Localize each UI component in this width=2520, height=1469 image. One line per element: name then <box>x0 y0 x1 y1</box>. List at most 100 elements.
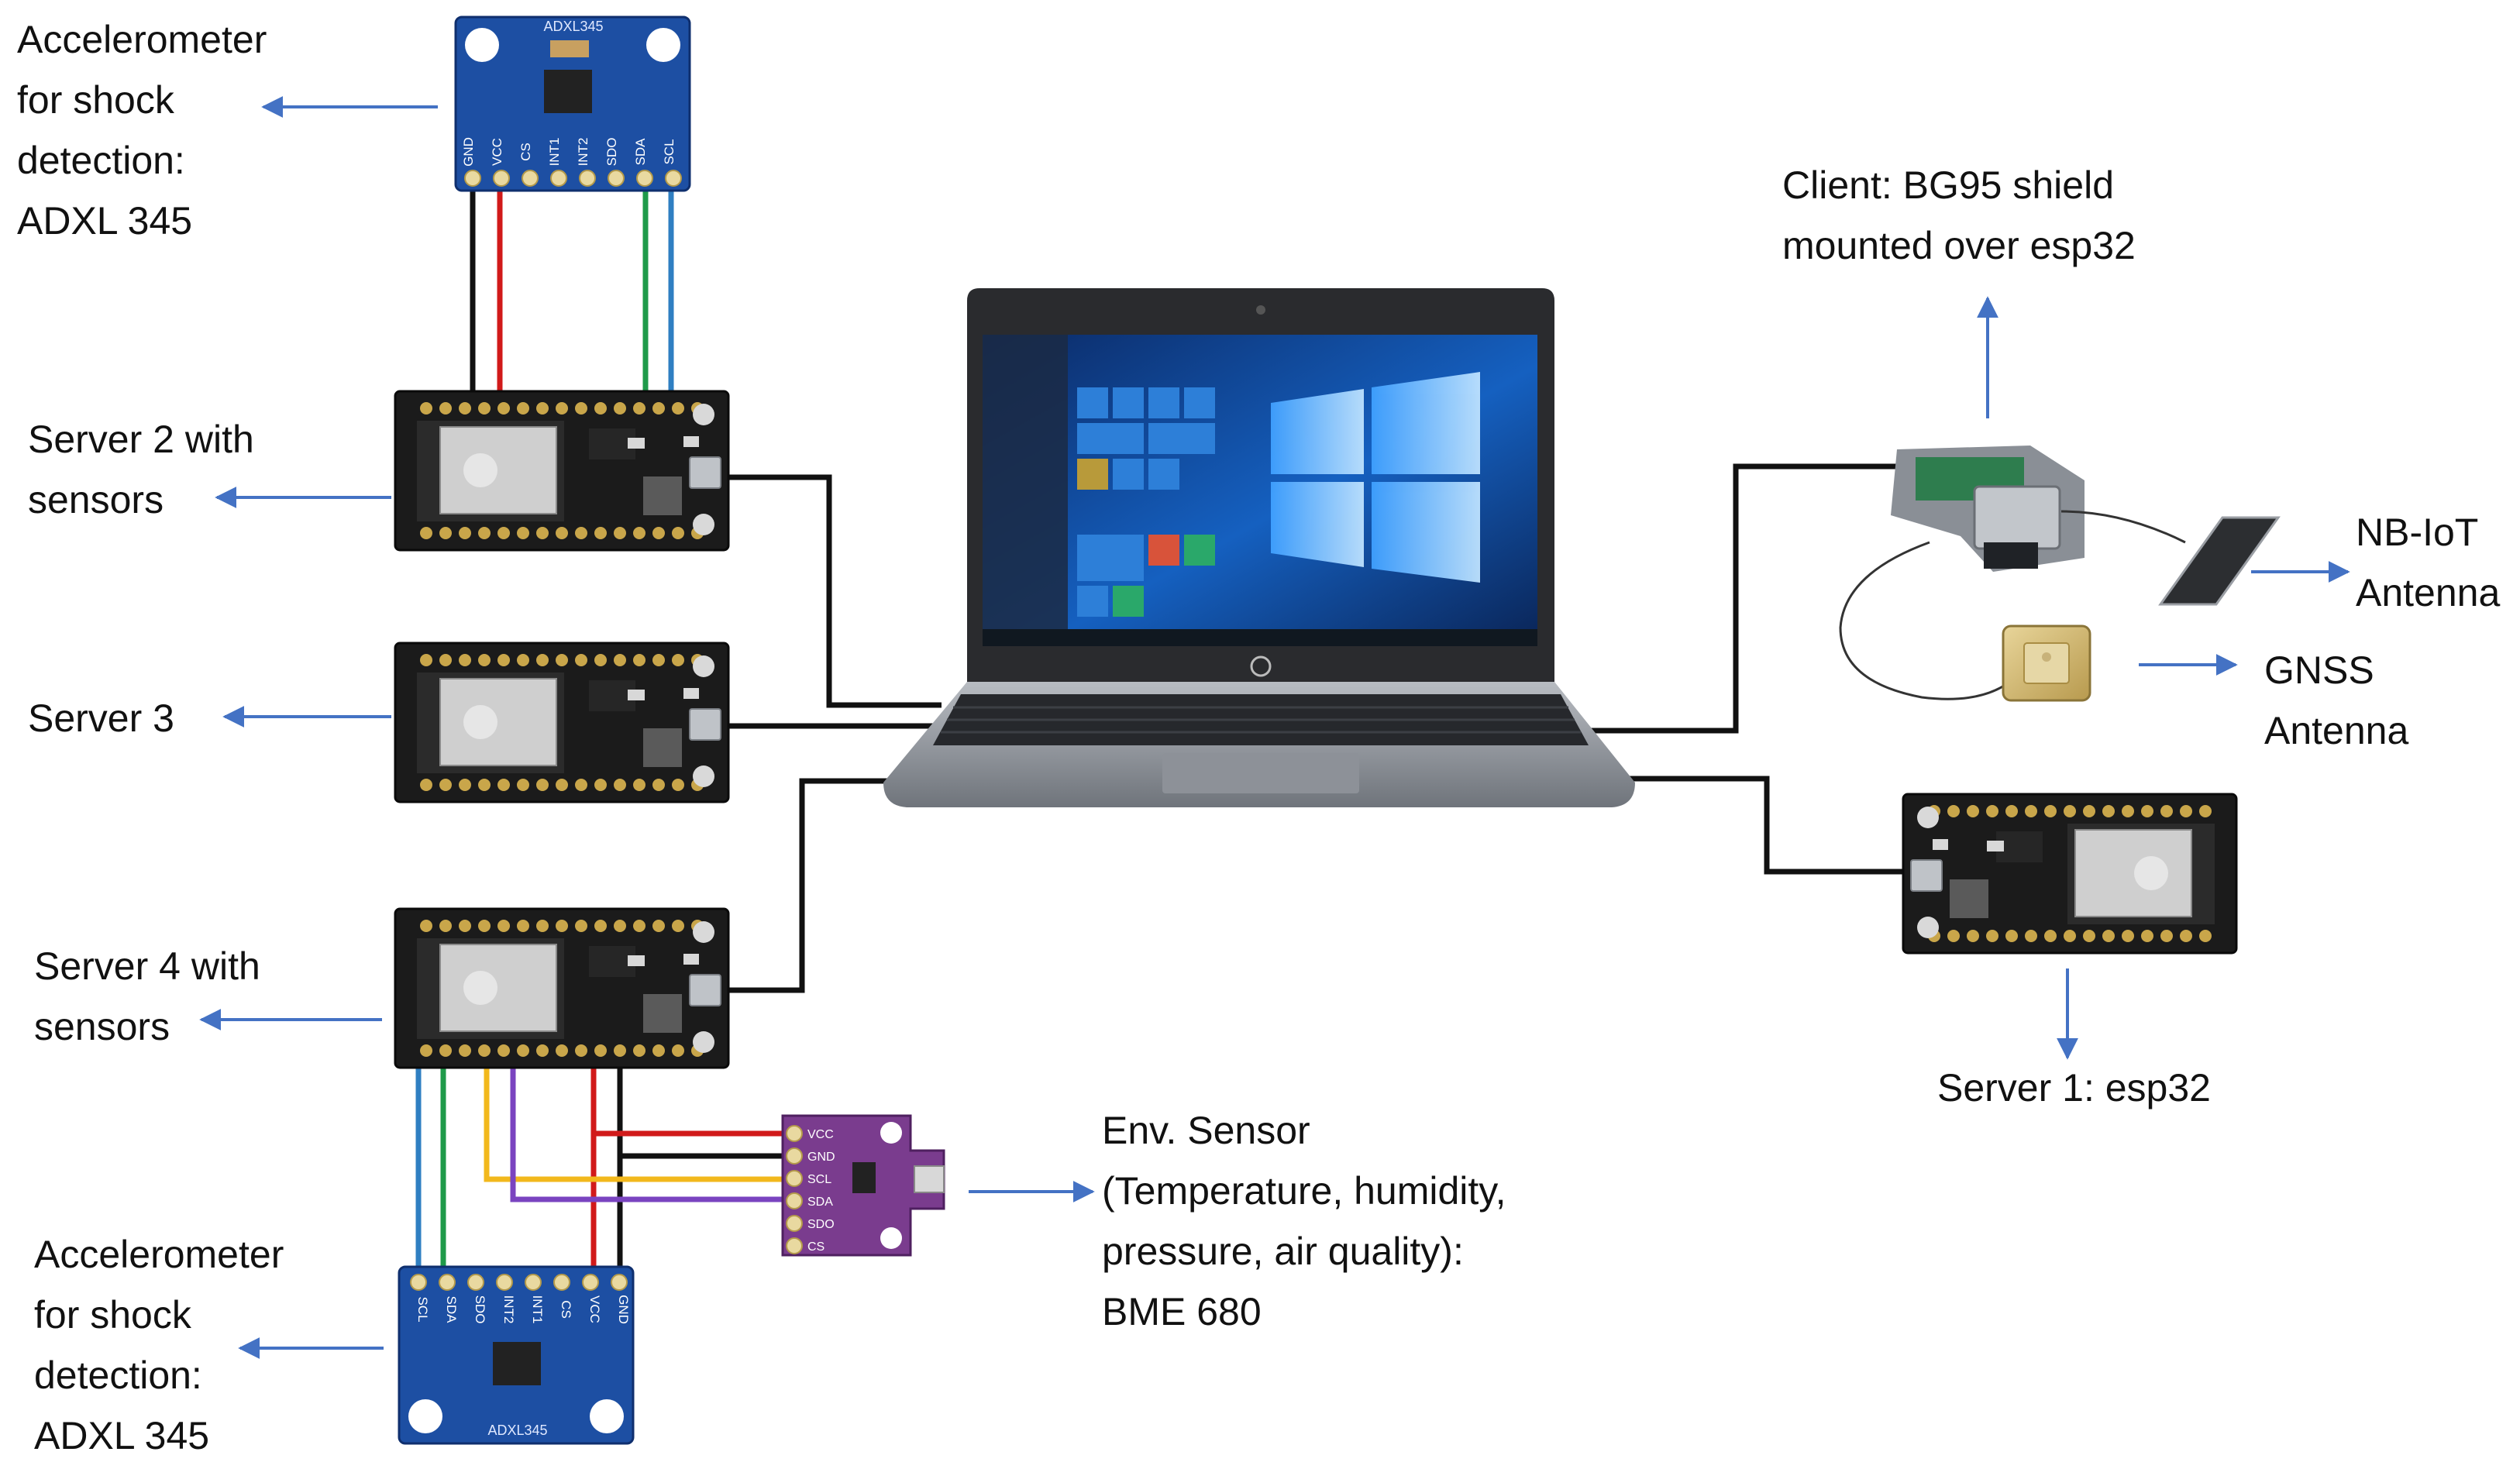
esp32-module <box>417 673 564 773</box>
header-pin <box>2102 930 2115 942</box>
header-pin <box>556 654 568 666</box>
header-pin <box>2199 930 2212 942</box>
header-pin <box>608 170 625 187</box>
nb-iot-antenna <box>2158 516 2281 606</box>
header-pin <box>614 527 626 539</box>
pin-label: VCC <box>807 1128 834 1141</box>
header-pin <box>672 654 684 666</box>
header-pin <box>594 527 607 539</box>
label-server2: Server 2 with sensors <box>28 418 254 521</box>
header-pin <box>672 920 684 932</box>
label-accelerometer-top: Accelerometer for shock detection: ADXL … <box>17 18 267 243</box>
header-pin <box>517 654 529 666</box>
hp-logo-icon <box>1250 655 1272 677</box>
header-pin <box>579 170 596 187</box>
header-pin <box>459 779 471 791</box>
header-pin <box>575 1044 587 1057</box>
header-pin <box>652 920 665 932</box>
header-pin <box>497 1044 510 1057</box>
header-pin <box>536 654 549 666</box>
header-pin <box>614 654 626 666</box>
header-pin <box>665 170 682 187</box>
esp32-board-server2 <box>394 390 730 552</box>
bg95-shield <box>1839 446 2186 700</box>
header-pin <box>497 654 510 666</box>
laptop <box>883 288 1635 807</box>
header-pin <box>536 1044 549 1057</box>
pin-label: SDA <box>444 1296 459 1324</box>
pin-label: SDO <box>604 138 619 167</box>
header-pin <box>594 779 607 791</box>
header-pin <box>2180 805 2192 817</box>
header-pin <box>575 920 587 932</box>
header-pin <box>614 402 626 415</box>
header-pin <box>478 779 491 791</box>
header-pin <box>652 779 665 791</box>
header-pin <box>786 1215 803 1232</box>
pin-label: INT1 <box>530 1295 545 1324</box>
chip-mark: ADXL345 <box>487 1423 547 1438</box>
header-pin <box>2122 930 2134 942</box>
header-pin <box>2083 805 2095 817</box>
header-pin <box>2064 930 2076 942</box>
header-pin <box>517 527 529 539</box>
chip-mark: ADXL345 <box>543 19 603 34</box>
header-pin <box>553 1274 570 1291</box>
header-pin <box>2025 930 2037 942</box>
header-pin <box>556 1044 568 1057</box>
header-pin <box>2064 805 2076 817</box>
adxl-chip <box>544 70 592 113</box>
header-pin <box>575 402 587 415</box>
header-pin <box>517 402 529 415</box>
header-pin <box>536 402 549 415</box>
header-pin <box>786 1170 803 1187</box>
header-pin <box>614 1044 626 1057</box>
mounting-hole <box>465 28 499 62</box>
header-pin <box>478 1044 491 1057</box>
header-pin <box>478 402 491 415</box>
header-pin <box>556 527 568 539</box>
esp32-board-server3 <box>394 642 730 803</box>
pin-label: SDA <box>807 1195 833 1209</box>
label-client: Client: BG95 shield mounted over esp32 <box>1782 163 2136 267</box>
header-pin <box>459 402 471 415</box>
header-pin <box>420 402 432 415</box>
wire-yellow <box>484 1065 792 1182</box>
cable-server1 <box>1627 776 1902 875</box>
header-pin <box>633 527 645 539</box>
header-pin <box>439 1044 452 1057</box>
header-pin <box>1967 805 1979 817</box>
esp32-board-server4 <box>394 907 730 1069</box>
header-pin <box>786 1237 803 1254</box>
header-pin <box>536 779 549 791</box>
header-pin <box>517 779 529 791</box>
header-pin <box>633 1044 645 1057</box>
pin-label: INT2 <box>576 138 590 167</box>
label-nb-iot-antenna: NB-IoT Antenna <box>2356 511 2501 614</box>
header-pin <box>1986 930 1998 942</box>
header-pin <box>575 654 587 666</box>
label-gnss-antenna: GNSS Antenna <box>2264 648 2409 752</box>
touchpad <box>1162 753 1359 793</box>
usb-port <box>689 708 721 741</box>
header-pin <box>517 920 529 932</box>
pin-label: SDO <box>473 1295 487 1324</box>
header-pin <box>786 1147 803 1165</box>
header-pin <box>439 527 452 539</box>
header-pin <box>497 920 510 932</box>
header-pin <box>497 779 510 791</box>
label-accelerometer-bottom: Accelerometer for shock detection: ADXL … <box>34 1233 284 1457</box>
usb-port <box>1910 859 1943 892</box>
label-server4: Server 4 with sensors <box>34 944 260 1048</box>
header-pin <box>1947 930 1960 942</box>
header-pin <box>496 1274 513 1291</box>
pin-label: VCC <box>587 1295 602 1323</box>
pin-label: VCC <box>490 138 504 166</box>
header-pin <box>672 1044 684 1057</box>
pin-label: SCL <box>662 139 676 164</box>
header-pin <box>2199 805 2212 817</box>
header-pin <box>614 779 626 791</box>
